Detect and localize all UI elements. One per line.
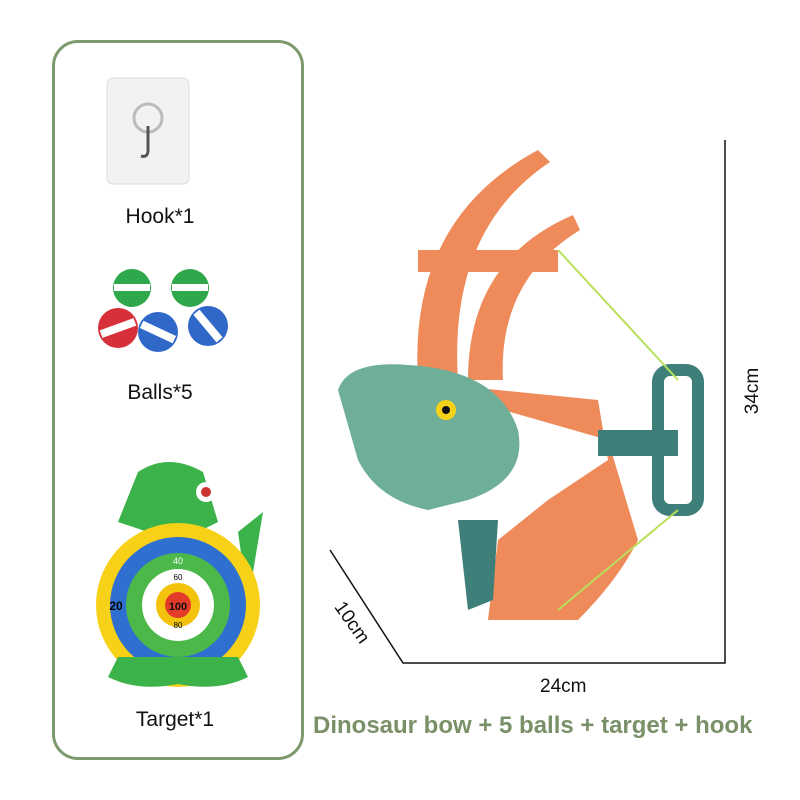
target-icon: 100 80 60 40 20 — [96, 462, 263, 687]
included-items-panel — [52, 40, 304, 760]
height-dimension: 34cm — [742, 367, 764, 415]
dinosaur-bow-image — [338, 150, 704, 620]
balls-icon — [98, 269, 228, 352]
dimension-lines — [329, 140, 726, 664]
score-20: 20 — [109, 599, 123, 613]
balls-label: Balls*5 — [127, 381, 193, 404]
score-80: 80 — [174, 621, 183, 630]
score-60: 60 — [174, 573, 183, 582]
score-40: 40 — [173, 556, 183, 566]
hook-label: Hook*1 — [125, 205, 195, 228]
score-100: 100 — [169, 601, 187, 613]
width-dimension: 24cm — [540, 676, 587, 697]
target-label: Target*1 — [135, 708, 215, 731]
hook-icon — [106, 77, 190, 185]
product-caption: Dinosaur bow + 5 balls + target + hook — [313, 712, 753, 739]
